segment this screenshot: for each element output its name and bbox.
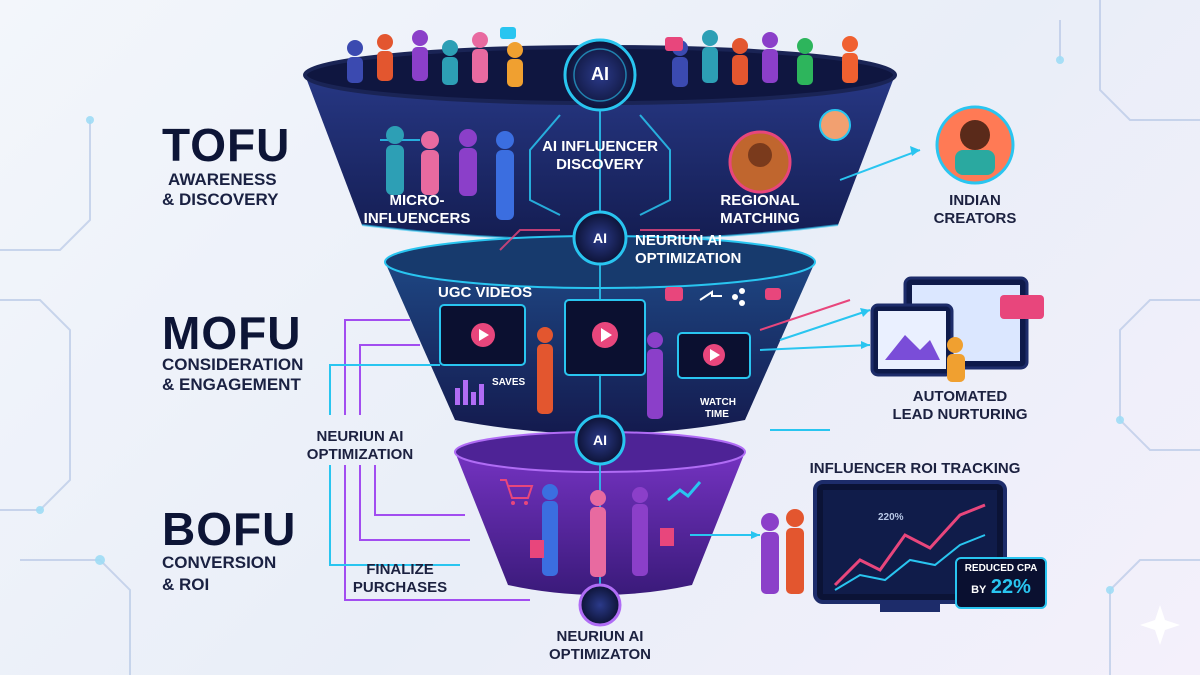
saves-mini-bars xyxy=(455,380,484,405)
regional-matching-line1: REGIONAL xyxy=(720,192,800,209)
tofu-subtitle-line1: AWARENESS xyxy=(168,170,277,189)
funnel-accent-traces xyxy=(499,229,700,251)
watch-time-line1: WATCH xyxy=(700,397,736,408)
bofu-subtitle-line2: & ROI xyxy=(162,575,210,594)
upper-optimization-line1: NEURIUN AI xyxy=(635,232,722,249)
upper-optimization-line2: OPTIMIZATION xyxy=(635,250,742,267)
lead-nurturing-device xyxy=(870,276,1044,382)
bofu-ai-chip-label: AI xyxy=(593,432,607,448)
reduced-cpa-prefix: BY xyxy=(971,584,987,596)
micro-influencers-line1: MICRO- xyxy=(389,192,445,209)
bottom-optimization-line2: OPTIMIZATON xyxy=(549,646,651,663)
lead-nurturing-line1: AUTOMATED xyxy=(912,388,1008,405)
bofu-title: BOFU xyxy=(162,503,297,555)
tofu-ai-chip-label: AI xyxy=(591,64,609,84)
reduced-cpa-badge: REDUCED CPA BY 22% xyxy=(955,557,1047,609)
indian-creators-line1: INDIAN xyxy=(949,192,1001,209)
mofu-subtitle-line1: CONSIDERATION xyxy=(162,355,304,374)
cart-icon xyxy=(500,479,534,499)
finalize-line1: FINALIZE xyxy=(366,561,434,578)
mofu-people-icons xyxy=(537,327,663,419)
bottom-optimization-line1: NEURIUN AI xyxy=(556,628,644,645)
saves-label: SAVES xyxy=(492,377,526,388)
crowd-people-icons xyxy=(347,30,858,87)
sparkle-icon xyxy=(1140,605,1180,645)
reduced-cpa-value: 22% xyxy=(990,576,1031,598)
background-circuit-nodes xyxy=(36,56,1124,594)
ai-influencer-discovery-line1: AI INFLUENCER xyxy=(542,138,658,155)
bofu-subtitle-line1: CONVERSION xyxy=(162,553,277,572)
bofu-shopper-icons xyxy=(530,484,674,577)
tofu-title: TOFU xyxy=(162,119,291,171)
finalize-line2: PURCHASES xyxy=(352,579,448,596)
ai-influencer-discovery-line2: DISCOVERY xyxy=(556,156,644,173)
indian-creators-avatar-graphic xyxy=(935,105,1015,185)
tofu-ai-chip-graphic xyxy=(563,38,637,112)
roi-presenters xyxy=(761,509,804,594)
ugc-video-frames xyxy=(439,299,751,379)
mofu-ai-chip-graphic xyxy=(572,210,628,266)
left-optimization-line2: OPTIMIZATION xyxy=(306,446,414,463)
left-flow-arrows xyxy=(344,319,530,601)
reduced-cpa-line1: REDUCED CPA xyxy=(964,563,1038,574)
social-icons xyxy=(500,27,781,306)
right-flow-arrows xyxy=(690,149,921,536)
left-flow-arrows-cyan xyxy=(329,364,460,566)
lead-nurturing-line2: LEAD NURTURING xyxy=(892,406,1028,423)
mofu-title: MOFU xyxy=(162,307,302,359)
bottom-ai-chip-graphic xyxy=(578,583,622,627)
micro-influencer-people-icons xyxy=(386,126,514,220)
roi-tracking-title: INFLUENCER ROI TRACKING xyxy=(809,460,1021,477)
trend-up-icon xyxy=(667,481,702,502)
mofu-ai-chip-label: AI xyxy=(593,230,607,246)
mofu-subtitle-line2: & ENGAGEMENT xyxy=(162,375,301,394)
watch-time-line2: TIME xyxy=(705,409,729,420)
micro-influencers-line2: INFLUENCERS xyxy=(363,210,471,227)
regional-matching-line2: MATCHING xyxy=(720,210,800,227)
left-optimization-line1: NEURIUN AI xyxy=(316,428,404,445)
bofu-ai-chip-graphic xyxy=(574,414,626,466)
ugc-videos-label: UGC VIDEOS xyxy=(438,284,533,301)
indian-creators-line2: CREATORS xyxy=(933,210,1017,227)
tofu-subtitle-line2: & DISCOVERY xyxy=(162,190,279,209)
regional-avatar-graphic xyxy=(728,109,851,194)
reduced-cpa-row: BY 22% xyxy=(957,576,1045,599)
roi-value: 220% xyxy=(878,512,904,523)
